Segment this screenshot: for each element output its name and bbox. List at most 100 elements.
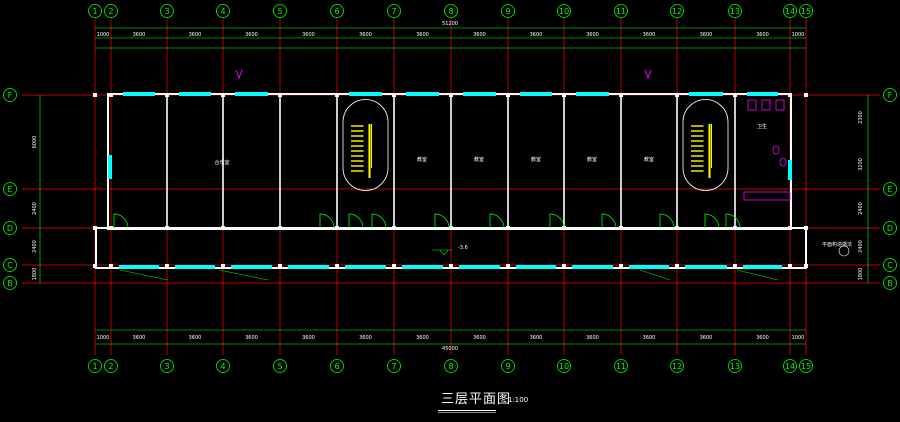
door-swing-3: [371, 213, 387, 229]
dimension-bottom-bay-1: 3600: [133, 335, 146, 341]
column-top-6: [392, 93, 396, 97]
column-south-9: [562, 264, 566, 268]
window-south-3: [231, 265, 272, 269]
axis-bubble-right-E: [883, 182, 897, 196]
column-north-13: [788, 226, 792, 230]
door-swing-5: [489, 213, 505, 229]
annotation-right-bubble: [838, 245, 850, 257]
annotation-right-note: 平面构造做法: [822, 241, 852, 248]
column-top-8: [506, 93, 510, 97]
window-south-4: [288, 265, 329, 269]
door-swing-1: [319, 213, 335, 229]
dimension-bottom-bay-3: 3600: [245, 335, 258, 341]
axis-bubble-left-B: [3, 276, 17, 290]
column-south-14: [804, 264, 808, 268]
dimension-top-bay-5: 3600: [359, 32, 372, 38]
dimension-left-row-2: 2400: [32, 240, 38, 253]
axis-label-bottom-2: 2: [108, 362, 113, 371]
axis-bubble-top-2: [104, 4, 118, 18]
dimension-right-row-1: 3200: [858, 158, 864, 171]
axis-label-bottom-6: 6: [334, 362, 339, 371]
axis-bubble-right-D: [883, 221, 897, 235]
toilet-partition: [743, 191, 791, 201]
dimension-bottom-bay-13: 1000: [792, 335, 805, 341]
door-swing-9: [704, 213, 720, 229]
column-north-12: [733, 226, 737, 230]
column-north-8: [506, 226, 510, 230]
dimension-overall-top: 51200: [442, 21, 458, 27]
window-north-6: [406, 92, 439, 96]
axis-bubble-top-14: [783, 4, 797, 18]
dimension-top-bay-12: 3600: [756, 32, 769, 38]
axis-label-top-10: 10: [559, 7, 569, 16]
door-swing-4: [434, 213, 450, 229]
corridor-guide-3: [736, 269, 779, 281]
door-swing-10: [725, 213, 741, 229]
dimension-top-bay-9: 3600: [586, 32, 599, 38]
axis-label-top-8: 8: [448, 7, 453, 16]
dimension-top-bay-7: 3600: [473, 32, 486, 38]
dimension-top-bay-6: 3600: [416, 32, 429, 38]
room-label-classroom-3: 教室: [587, 156, 597, 163]
building-north-block-walls: [107, 93, 792, 230]
drawing-title: 三层平面图: [441, 392, 512, 407]
axis-bubble-top-15: [799, 4, 813, 18]
axis-bubble-top-3: [160, 4, 174, 18]
column-top-5: [335, 93, 339, 97]
column-south-6: [392, 264, 396, 268]
axis-bubble-top-4: [216, 4, 230, 18]
axis-bubble-right-C: [883, 258, 897, 272]
room-label-big-classroom: 合乐室: [214, 159, 229, 166]
dimension-bottom-bay-10: 3600: [643, 335, 656, 341]
axis-bubble-top-1: [88, 4, 102, 18]
urinal-2: [775, 99, 785, 111]
door-swing-8: [659, 213, 675, 229]
column-south-4: [278, 264, 282, 268]
axis-bubble-top-13: [728, 4, 742, 18]
window-south-10: [629, 265, 669, 269]
axis-label-top-7: 7: [391, 7, 396, 16]
column-south-5: [335, 264, 339, 268]
column-top-2: [165, 93, 169, 97]
window-south-2: [175, 265, 215, 269]
room-label-classroom-0: 教室: [417, 156, 427, 163]
level-marker-triangle: [439, 249, 449, 256]
column-north-11: [675, 226, 679, 230]
column-top-11: [675, 93, 679, 97]
axis-bubble-bottom-11: [614, 359, 628, 373]
axis-bubble-left-E: [3, 182, 17, 196]
window-north-2: [179, 92, 211, 96]
axis-bubble-top-5: [273, 4, 287, 18]
dimension-bottom-bay-2: 3600: [189, 335, 202, 341]
column-north-10: [619, 226, 623, 230]
stair-outline-1: [682, 99, 729, 191]
window-south-5: [345, 265, 386, 269]
column-top-13: [788, 93, 792, 97]
column-south-13: [788, 264, 792, 268]
axis-bubble-bottom-9: [501, 359, 515, 373]
corridor-guide-2: [639, 269, 671, 281]
axis-label-top-15: 15: [801, 7, 811, 16]
axis-bubble-bottom-3: [160, 359, 174, 373]
axis-label-right-D: D: [887, 224, 893, 233]
door-swing-2: [348, 213, 364, 229]
door-swing-7: [601, 213, 617, 229]
room-label-classroom-2: 教室: [531, 156, 541, 163]
dimension-top-bay-10: 3600: [643, 32, 656, 38]
column-top-7: [449, 93, 453, 97]
axis-bubble-top-7: [387, 4, 401, 18]
axis-label-top-2: 2: [108, 7, 113, 16]
axis-bubble-right-B: [883, 276, 897, 290]
dimension-top-bay-2: 3600: [189, 32, 202, 38]
axis-label-left-C: C: [7, 261, 13, 270]
window-south-8: [516, 265, 556, 269]
axis-bubble-top-11: [614, 4, 628, 18]
corridor-guide-1: [218, 269, 269, 281]
dimension-left-row-0: 6000: [32, 136, 38, 149]
axis-bubble-bottom-1: [88, 359, 102, 373]
column-south-10: [619, 264, 623, 268]
axis-label-top-1: 1: [92, 7, 97, 16]
window-west: [108, 155, 112, 179]
dimension-bottom-bay-7: 3600: [473, 335, 486, 341]
